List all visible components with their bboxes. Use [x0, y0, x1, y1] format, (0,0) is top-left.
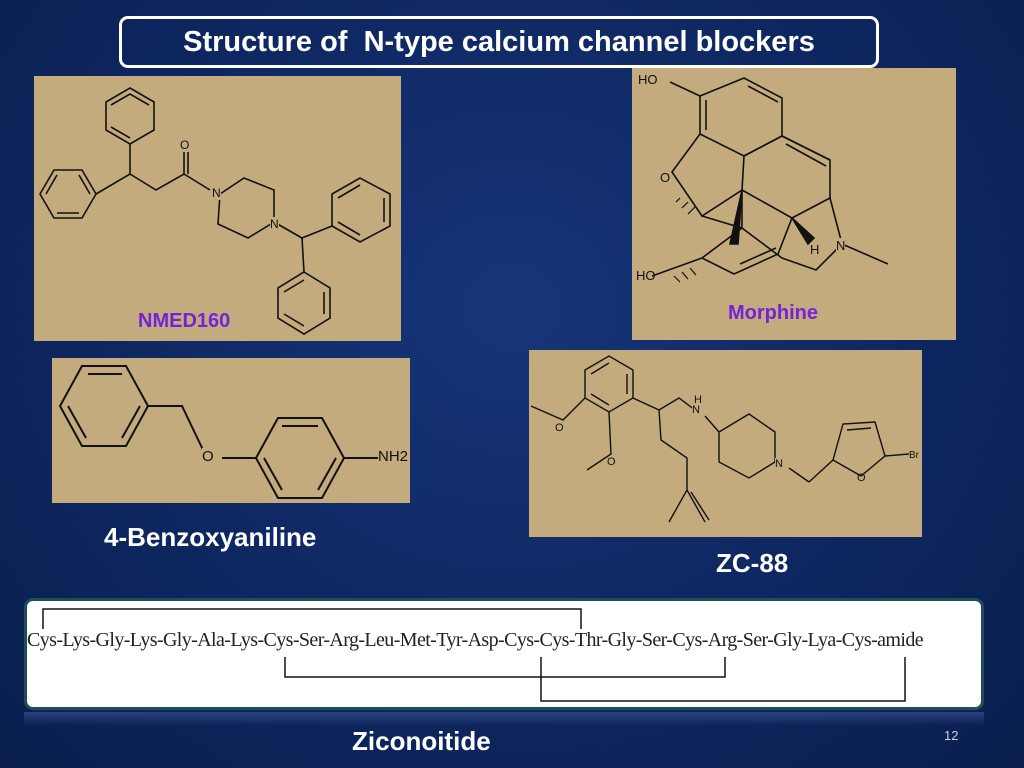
morphine-atom-n: N: [836, 238, 846, 253]
benzoxyaniline-structure: [58, 365, 378, 499]
zc88-atom-h: H: [694, 394, 702, 406]
nmed160-atom-n1: N: [212, 186, 221, 200]
benzoxyaniline-panel: O NH2: [52, 358, 410, 503]
zc88-atom-br: Br: [909, 450, 919, 461]
benzoxyaniline-atom-nh2: NH2: [378, 448, 409, 465]
slide-title: Structure of N-type calcium channel bloc…: [119, 16, 879, 68]
morphine-atom-ho-bottom: HO: [636, 268, 656, 283]
morphine-atom-h: H: [810, 242, 820, 257]
zc88-atom-o1: O: [555, 422, 564, 434]
zc88-atom-n2: N: [775, 458, 783, 470]
morphine-atom-o: O: [660, 170, 671, 185]
ziconotide-panel: Cys-Lys-Gly-Lys-Gly-Ala-Lys-Cys-Ser-Arg-…: [24, 598, 984, 710]
nmed160-atom-n2: N: [270, 217, 279, 231]
morphine-structure: [651, 77, 889, 283]
zc88-atom-o3: O: [857, 472, 866, 484]
morphine-panel: HO O H N HO Morphine: [632, 68, 956, 340]
morphine-atom-ho-top: HO: [638, 72, 658, 87]
benzoxyaniline-label: 4-Benzoxyaniline: [104, 522, 317, 552]
zc88-structure: [530, 355, 910, 523]
nmed160-label: NMED160: [138, 310, 231, 332]
zc88-label: ZC-88: [716, 548, 789, 578]
morphine-label: Morphine: [728, 302, 818, 324]
disulfide-bridges: [42, 608, 906, 702]
nmed160-structure: [39, 87, 391, 335]
benzoxyaniline-atom-o: O: [202, 448, 214, 465]
nmed160-panel: O N N NMED160: [34, 76, 401, 341]
ziconotide-label: Ziconoitide: [352, 726, 491, 756]
zc88-atom-n1: N: [692, 404, 700, 416]
nmed160-atom-o: O: [180, 138, 190, 152]
zc88-atom-o2: O: [607, 456, 616, 468]
page-number: 12: [944, 728, 959, 743]
zc88-panel: O O H N N O Br: [529, 350, 922, 537]
ziconotide-sequence: Cys-Lys-Gly-Lys-Gly-Ala-Lys-Cys-Ser-Arg-…: [27, 629, 924, 651]
panel-reflection: [24, 712, 984, 726]
